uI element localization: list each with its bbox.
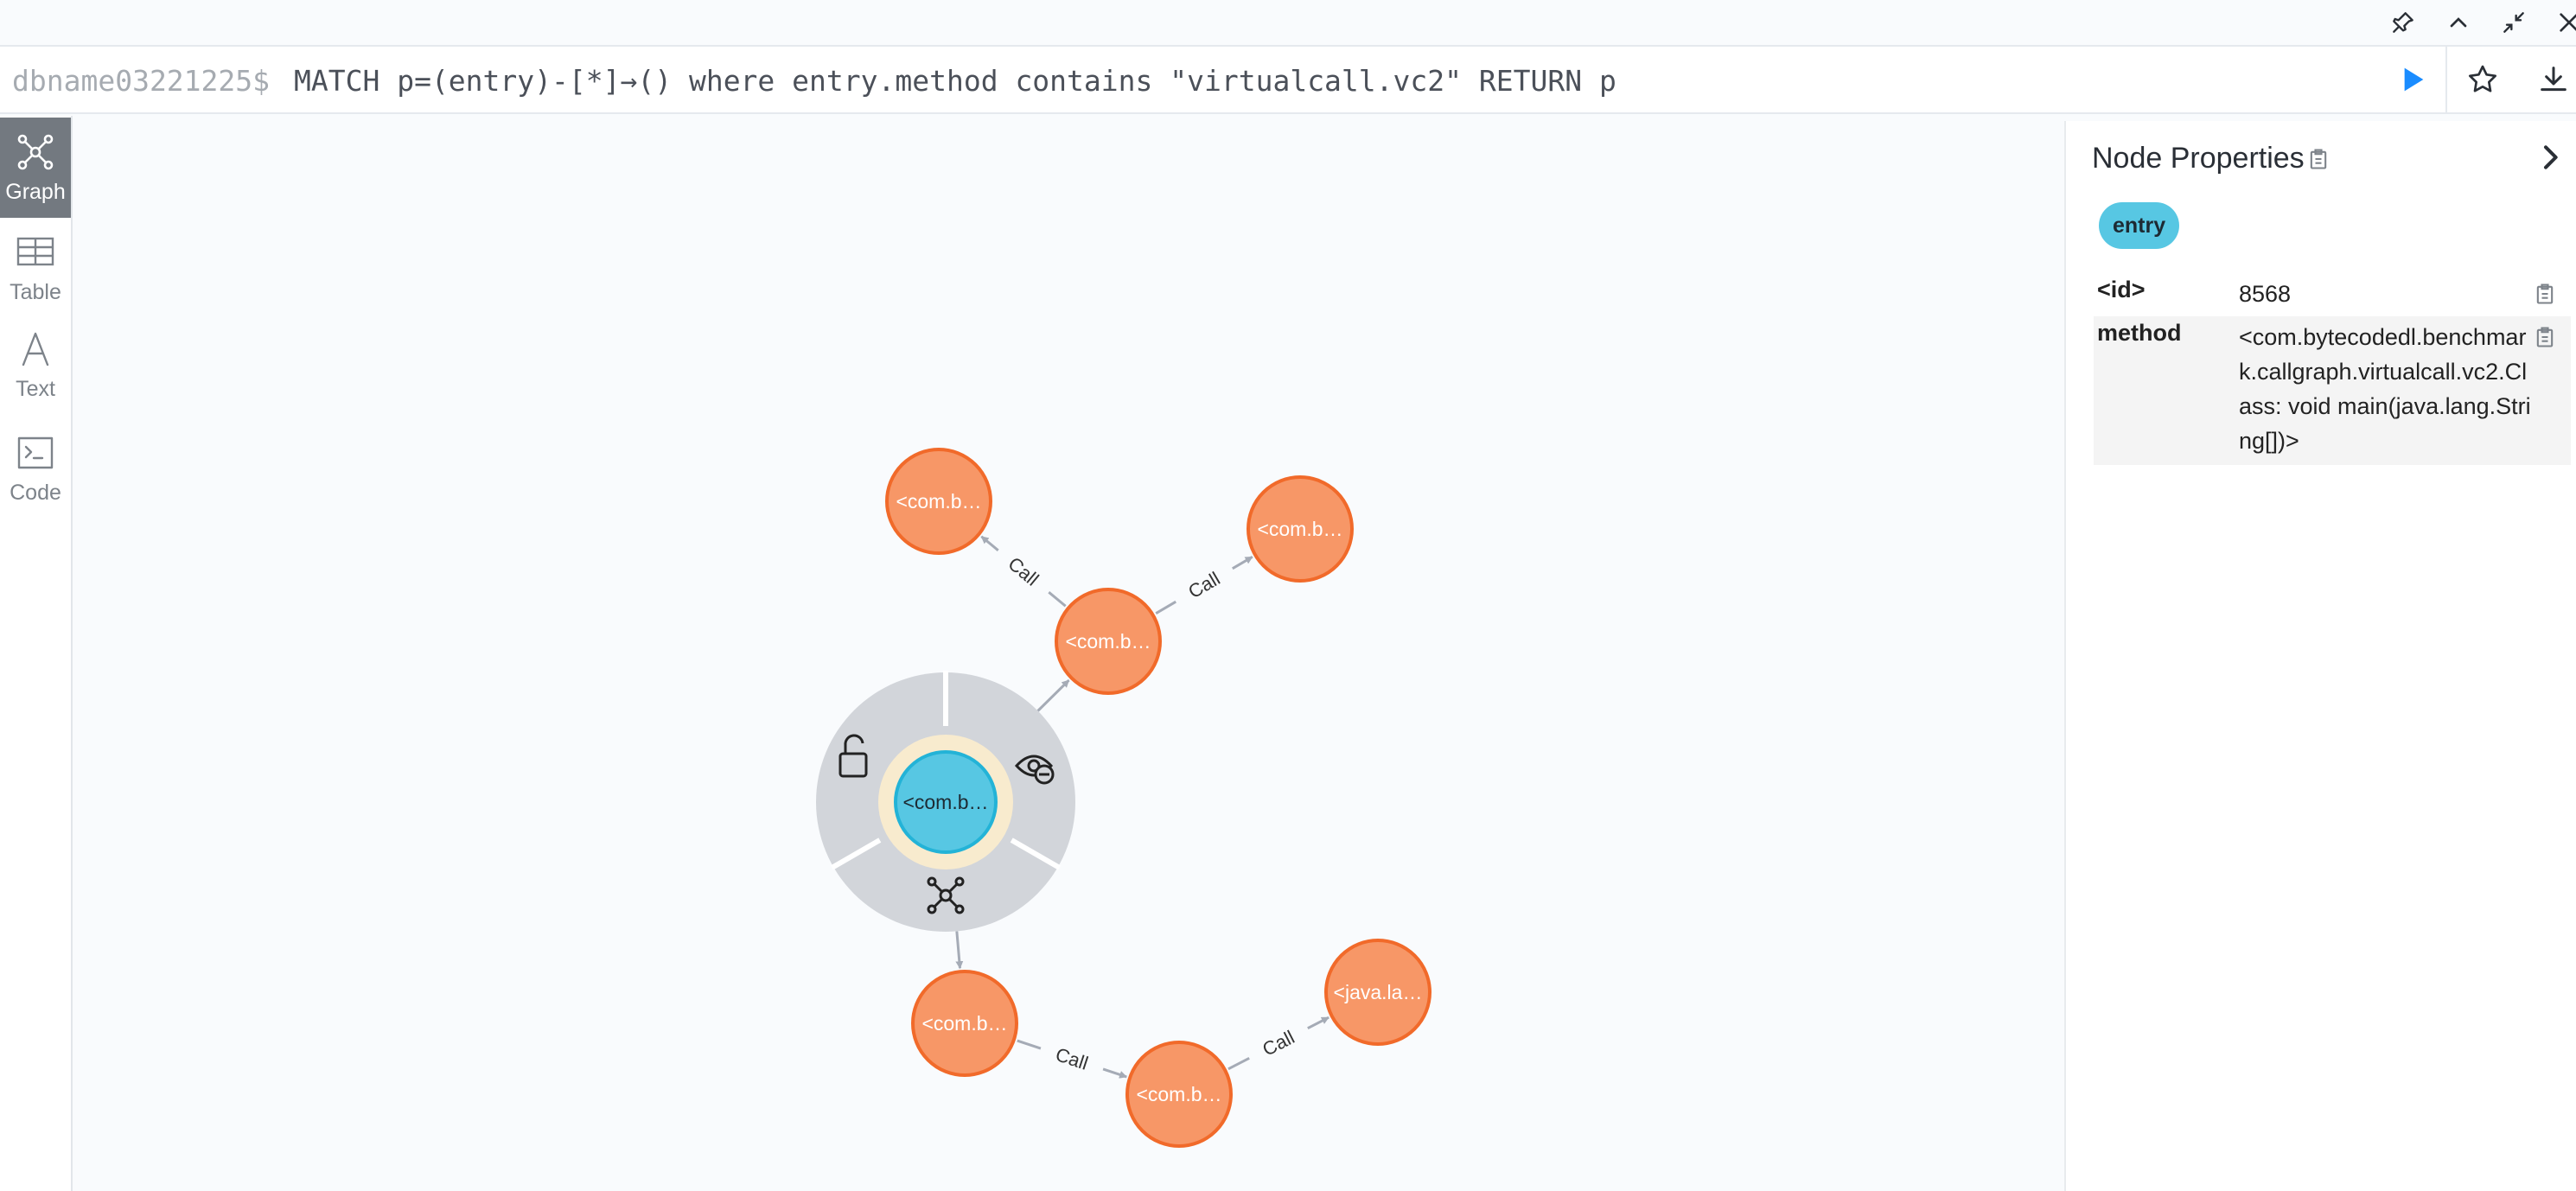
property-value: 8568 xyxy=(2239,281,2292,307)
unlock-icon[interactable] xyxy=(838,734,868,778)
node-label: <com.b… xyxy=(896,490,981,513)
ring-divider xyxy=(1010,838,1062,870)
sidebar-item-table[interactable]: Table xyxy=(0,218,71,318)
property-value: <com.bytecodedl.benchmark.callgraph.virt… xyxy=(2239,324,2531,454)
method-node[interactable]: <java.la… xyxy=(1324,939,1431,1046)
method-node[interactable]: <com.b… xyxy=(911,970,1018,1077)
graph-icon xyxy=(15,131,56,173)
graph-nodes: <com.b… <com.b… <com.b… <com.b… <com.b… <com.… xyxy=(885,448,1431,1148)
method-node[interactable]: <com.b… xyxy=(1125,1041,1233,1148)
chevron-up-icon[interactable] xyxy=(2445,9,2472,36)
node-label: <com.b… xyxy=(902,791,988,813)
graph-edge[interactable]: Call xyxy=(1155,556,1253,615)
graph-edge[interactable] xyxy=(1036,678,1070,712)
property-key: <id> xyxy=(2097,277,2146,303)
close-icon[interactable] xyxy=(2555,9,2576,36)
graph-edge[interactable]: Call xyxy=(1017,1039,1128,1079)
node-label: <com.b… xyxy=(1136,1083,1221,1105)
method-node[interactable]: <com.b… xyxy=(1055,588,1162,695)
sidebar-item-text[interactable]: Text xyxy=(0,315,71,415)
sidebar-item-code[interactable]: Code xyxy=(0,418,71,519)
text-icon xyxy=(15,328,56,370)
node-properties-panel: Node Properties entry <id> 8568 method <… xyxy=(2064,121,2576,1191)
panel-title: Node Properties xyxy=(2092,142,2305,175)
edge-label: Call xyxy=(1053,1043,1091,1074)
star-icon[interactable] xyxy=(2465,62,2500,97)
node-label: <java.la… xyxy=(1334,981,1423,1003)
hide-icon[interactable] xyxy=(1014,755,1055,785)
query-input[interactable]: MATCH p=(entry)-[*]→() where entry.metho… xyxy=(294,64,1616,98)
sidebar-item-label: Code xyxy=(10,481,61,505)
run-icon[interactable] xyxy=(2394,62,2429,97)
method-node[interactable]: <com.b… xyxy=(885,448,992,555)
sidebar-item-label: Table xyxy=(10,280,61,304)
sidebar-item-label: Graph xyxy=(5,180,66,204)
database-prompt: dbname03221225$ xyxy=(12,64,271,98)
node-label: <com.b… xyxy=(921,1012,1007,1035)
code-icon xyxy=(15,432,56,474)
view-sidebar: Graph Table Text Code xyxy=(0,116,73,1191)
pin-icon[interactable] xyxy=(2389,9,2417,36)
graph-edge[interactable] xyxy=(955,931,964,970)
window-titlebar xyxy=(0,0,2576,45)
query-editor[interactable]: dbname03221225$ MATCH p=(entry)-[*]→() w… xyxy=(0,45,2576,114)
node-label: <com.b… xyxy=(1257,518,1342,540)
property-key: method xyxy=(2097,320,2182,346)
table-icon xyxy=(15,232,56,273)
sidebar-item-graph[interactable]: Graph xyxy=(0,118,71,218)
copy-icon[interactable] xyxy=(2533,325,2557,349)
expand-icon[interactable] xyxy=(927,876,965,914)
method-node[interactable]: <com.b… xyxy=(1247,475,1354,583)
graph-edge[interactable]: Call xyxy=(1227,1016,1329,1071)
edge-label: Call xyxy=(1259,1026,1298,1060)
edge-label: Call xyxy=(1004,552,1043,589)
entry-node[interactable]: <com.b… xyxy=(894,750,998,854)
minimize-icon[interactable] xyxy=(2500,9,2528,36)
graph-edge[interactable]: Call xyxy=(980,535,1067,608)
sidebar-item-label: Text xyxy=(16,377,55,401)
query-divider xyxy=(2445,47,2447,112)
copy-icon[interactable] xyxy=(2533,282,2557,306)
ring-divider xyxy=(830,838,882,870)
edge-label: Call xyxy=(1184,568,1223,603)
property-row: method <com.bytecodedl.benchmark.callgra… xyxy=(2094,316,2571,465)
node-label-badge[interactable]: entry xyxy=(2099,202,2180,249)
download-icon[interactable] xyxy=(2536,62,2571,97)
property-row: <id> 8568 xyxy=(2094,273,2571,315)
node-label: <com.b… xyxy=(1065,630,1151,653)
chevron-right-icon[interactable] xyxy=(2533,140,2567,175)
copy-icon[interactable] xyxy=(2306,147,2331,171)
